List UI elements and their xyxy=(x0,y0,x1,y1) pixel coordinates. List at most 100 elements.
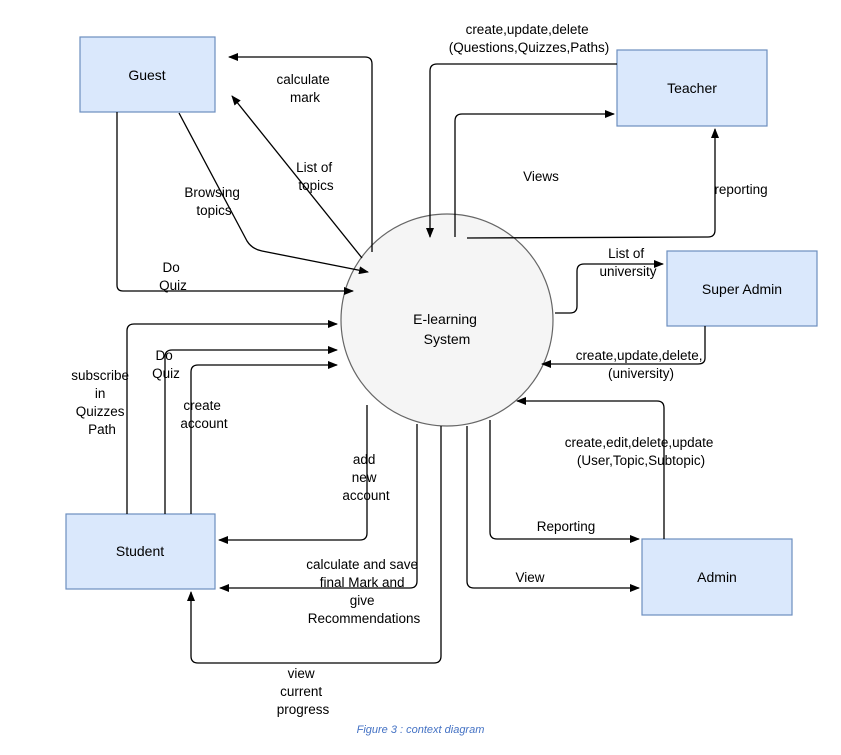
teacher-crud-line-1: create,update,delete xyxy=(466,22,589,37)
admin-crud-line-1: create,edit,delete,update xyxy=(565,435,714,450)
guest-label: Guest xyxy=(128,67,165,83)
admin-crud-line-2: (User,Topic,Subtopic) xyxy=(577,453,705,468)
flow-list-of-university: List of university xyxy=(555,246,664,314)
flow-admin-crud: create,edit,delete,update (User,Topic,Su… xyxy=(516,397,717,539)
subscribe-line-4: Path xyxy=(88,422,116,437)
list-of-topics-label: List of topics xyxy=(296,160,336,193)
do-quiz-guest-line-2: Quiz xyxy=(159,278,187,293)
do-quiz-guest-label: Do Quiz xyxy=(159,260,187,293)
context-diagram: Guest Teacher Super Admin Student Admin … xyxy=(65,22,818,717)
subscribe-arrow xyxy=(126,320,338,514)
reporting-teacher-arrow xyxy=(466,128,719,239)
list-of-university-line-1: List of xyxy=(608,246,644,261)
flow-calculate-mark: calculate mark xyxy=(228,53,373,252)
list-of-university-label: List of university xyxy=(599,246,656,279)
view-admin-label: View xyxy=(515,570,544,585)
calculate-mark-line-2: mark xyxy=(290,90,320,105)
super-admin-crud-label: create,update,delete, (university) xyxy=(576,348,707,381)
add-new-account-line-3: account xyxy=(342,488,390,503)
flow-add-new-account: add new account xyxy=(218,405,390,544)
calculate-save-line-3: give xyxy=(350,593,375,608)
view-progress-line-1: view xyxy=(288,666,315,681)
flow-teacher-crud: create,update,delete (Questions,Quizzes,… xyxy=(426,22,617,238)
reporting-teacher-label: reporting xyxy=(714,182,767,197)
list-of-topics-line-2: topics xyxy=(298,178,334,193)
add-new-account-label: add new account xyxy=(342,452,390,503)
calculate-save-line-2: final Mark and xyxy=(320,575,405,590)
do-quiz-student-label: Do Quiz xyxy=(152,348,180,381)
browsing-topics-line-1: Browsing xyxy=(184,185,240,200)
create-account-line-2: account xyxy=(180,416,228,431)
views-label: Views xyxy=(523,169,559,184)
do-quiz-student-line-1: Do xyxy=(155,348,172,363)
hub-line-1: E-learning xyxy=(413,311,477,327)
do-quiz-student-arrow xyxy=(164,346,338,514)
browsing-topics-line-2: topics xyxy=(196,203,232,218)
subscribe-line-2: in xyxy=(95,386,106,401)
flow-view-progress: view current progress xyxy=(187,426,442,717)
list-of-university-arrow xyxy=(555,260,664,314)
views-arrow xyxy=(454,110,615,237)
flow-browsing-topics: Browsing topics xyxy=(178,112,369,275)
super-admin-crud-line-1: create,update,delete, xyxy=(576,348,703,363)
view-progress-label: view current progress xyxy=(277,666,330,717)
guest-entity[interactable]: Guest xyxy=(79,36,216,113)
reporting-admin-arrow xyxy=(489,420,640,543)
student-label: Student xyxy=(116,543,164,559)
admin-entity[interactable]: Admin xyxy=(641,538,793,616)
list-of-university-line-2: university xyxy=(599,264,656,279)
student-entity[interactable]: Student xyxy=(65,513,216,590)
subscribe-line-1: subscribe xyxy=(71,368,129,383)
super-admin-label: Super Admin xyxy=(702,281,782,297)
do-quiz-student-line-2: Quiz xyxy=(152,366,180,381)
subscribe-label: subscribe in Quizzes Path xyxy=(71,368,133,437)
admin-crud-label: create,edit,delete,update (User,Topic,Su… xyxy=(565,435,717,468)
calculate-save-line-4: Recommendations xyxy=(308,611,421,626)
hub-label: E-learning System xyxy=(413,311,481,347)
view-progress-line-2: current xyxy=(280,684,322,699)
figure-caption: Figure 3 : context diagram xyxy=(356,724,485,736)
calculate-mark-line-1: calculate xyxy=(276,72,329,87)
add-new-account-arrow xyxy=(218,405,368,544)
view-progress-arrow xyxy=(187,426,442,664)
super-admin-entity[interactable]: Super Admin xyxy=(666,250,818,327)
calculate-save-line-1: calculate and save xyxy=(306,557,418,572)
view-admin-arrow xyxy=(466,426,640,592)
do-quiz-guest-line-1: Do xyxy=(162,260,179,275)
browsing-topics-label: Browsing topics xyxy=(184,185,243,218)
create-account-arrow xyxy=(190,361,338,514)
teacher-crud-label: create,update,delete (Questions,Quizzes,… xyxy=(449,22,610,55)
flow-reporting-teacher: reporting xyxy=(466,128,768,239)
flow-view-admin: View xyxy=(466,426,640,592)
admin-label: Admin xyxy=(697,569,737,585)
flow-views: Views xyxy=(454,110,615,237)
view-progress-line-3: progress xyxy=(277,702,330,717)
do-quiz-guest-arrow xyxy=(116,112,354,295)
hub-line-2: System xyxy=(424,331,471,347)
flow-do-quiz-guest: Do Quiz xyxy=(116,112,354,295)
flow-subscribe: subscribe in Quizzes Path xyxy=(71,320,338,514)
teacher-crud-arrow xyxy=(426,63,617,238)
flow-reporting-admin: Reporting xyxy=(489,420,640,543)
flow-do-quiz-student: Do Quiz xyxy=(152,346,338,514)
super-admin-crud-arrow xyxy=(541,326,706,368)
teacher-label: Teacher xyxy=(667,80,717,96)
super-admin-crud-line-2: (university) xyxy=(608,366,674,381)
subscribe-line-3: Quizzes xyxy=(76,404,125,419)
elearning-system-process[interactable]: E-learning System xyxy=(340,213,554,427)
flow-calculate-save: calculate and save final Mark and give R… xyxy=(219,424,422,626)
browsing-topics-arrow xyxy=(178,112,369,275)
reporting-admin-label: Reporting xyxy=(537,519,596,534)
teacher-crud-line-2: (Questions,Quizzes,Paths) xyxy=(449,40,610,55)
create-account-line-1: create xyxy=(183,398,221,413)
flow-list-of-topics: List of topics xyxy=(231,95,363,259)
add-new-account-line-1: add xyxy=(353,452,376,467)
calculate-mark-label: calculate mark xyxy=(276,72,333,105)
list-of-topics-arrow xyxy=(231,95,363,259)
admin-crud-arrow xyxy=(516,397,665,539)
create-account-label: create account xyxy=(180,398,228,431)
flow-create-account: create account xyxy=(180,361,338,514)
calculate-save-label: calculate and save final Mark and give R… xyxy=(306,557,422,626)
add-new-account-line-2: new xyxy=(352,470,377,485)
teacher-entity[interactable]: Teacher xyxy=(616,49,768,127)
